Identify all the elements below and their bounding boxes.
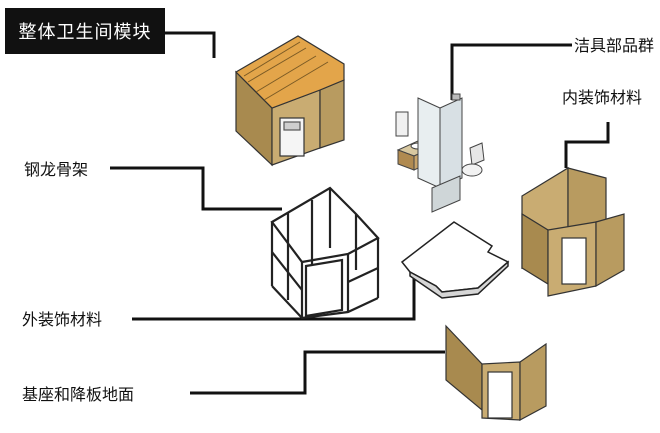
module-right-wall bbox=[319, 79, 345, 149]
toilet-tank bbox=[469, 142, 485, 166]
inner-right-panel bbox=[595, 213, 625, 288]
assembled-module-illustration bbox=[235, 35, 345, 167]
base-door-opening bbox=[487, 371, 513, 419]
label-sanitary-fixtures: 洁具部品群 bbox=[574, 36, 655, 55]
outer-finish-illustration bbox=[400, 221, 510, 299]
leader-steel bbox=[110, 166, 282, 211]
sanitary-fixtures-illustration bbox=[395, 93, 485, 213]
frame-bottom bbox=[271, 285, 379, 320]
label-base-floor: 基座和降板地面 bbox=[22, 385, 135, 404]
label-steel-frame: 钢龙骨架 bbox=[24, 160, 89, 179]
base-right-panel bbox=[519, 342, 547, 422]
mirror bbox=[395, 111, 409, 137]
label-outer-finish: 外装饰材料 bbox=[22, 310, 103, 329]
title-text: 整体卫生间模块 bbox=[18, 22, 152, 43]
leader-base bbox=[190, 350, 445, 395]
leader-sanitary bbox=[450, 43, 572, 100]
frame-door-opening bbox=[304, 258, 344, 318]
module-roof-stripes bbox=[243, 41, 329, 101]
shower-panel-left bbox=[417, 97, 441, 189]
leader-inner bbox=[564, 122, 610, 168]
leader-lines bbox=[110, 31, 610, 395]
shower-tray bbox=[431, 175, 461, 213]
leader-title bbox=[165, 31, 216, 58]
title-box: 整体卫生间模块 bbox=[5, 8, 165, 54]
toilet-bowl bbox=[461, 163, 483, 177]
base-illustration bbox=[445, 324, 547, 422]
shower-head bbox=[451, 93, 461, 101]
base-left-panel bbox=[445, 324, 483, 412]
steel-frame-illustration bbox=[270, 186, 380, 320]
inner-door bbox=[561, 237, 587, 285]
floor-plate-edge bbox=[409, 260, 509, 299]
module-door-window bbox=[283, 121, 301, 131]
shower-panel-right bbox=[439, 97, 463, 189]
inner-finish-illustration bbox=[521, 166, 625, 297]
leader-outer bbox=[132, 270, 416, 321]
label-inner-finish: 内装饰材料 bbox=[562, 88, 643, 107]
